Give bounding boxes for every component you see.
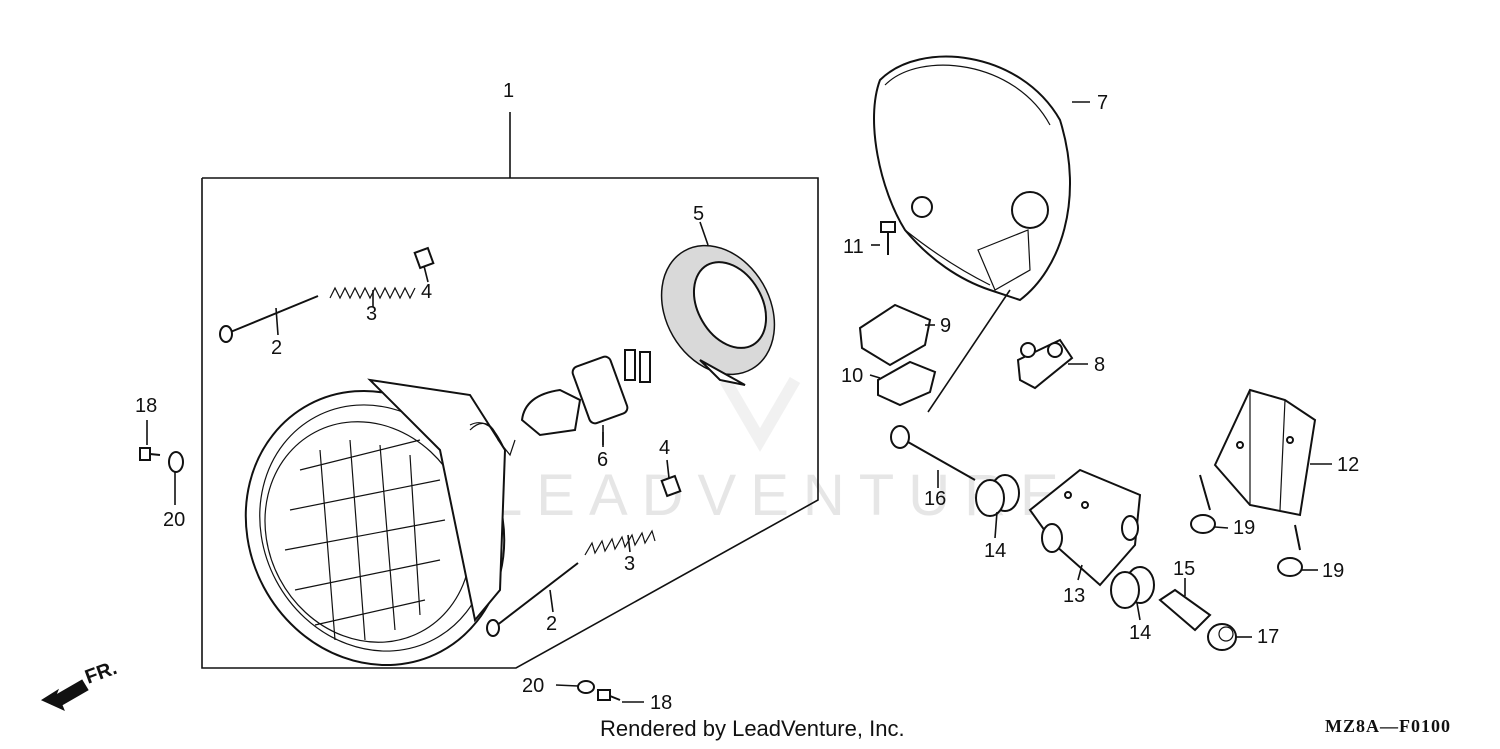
callout-8: 8 xyxy=(1094,354,1105,376)
collar-15 xyxy=(1158,588,1212,632)
adjusting-screw-upper xyxy=(219,295,319,343)
callout-4-lower: 4 xyxy=(659,437,670,459)
callout-7: 7 xyxy=(1097,92,1108,114)
plate-9 xyxy=(858,303,932,367)
washer-20-left xyxy=(168,451,184,473)
callout-20-left: 20 xyxy=(163,509,185,531)
callout-17: 17 xyxy=(1257,626,1279,648)
stay-12 xyxy=(1199,388,1317,551)
spring-lower xyxy=(584,529,656,556)
callout-4-upper: 4 xyxy=(421,281,432,303)
render-credit: Rendered by LeadVenture, Inc. xyxy=(600,716,905,741)
collar-14-lower xyxy=(1110,566,1155,609)
headlight-unit xyxy=(244,378,516,667)
diagram-code: MZ8A—F0100 xyxy=(1325,716,1451,736)
leader-lines xyxy=(146,101,1332,703)
callout-5: 5 xyxy=(693,203,704,225)
callout-3-upper: 3 xyxy=(366,303,377,325)
callout-13: 13 xyxy=(1063,585,1085,607)
collar-14-upper xyxy=(975,474,1020,517)
callout-15: 15 xyxy=(1173,558,1195,580)
callout-3-lower: 3 xyxy=(624,553,635,575)
callout-10: 10 xyxy=(841,365,863,387)
direction-label: FR. xyxy=(82,657,120,689)
callout-20-bottom: 20 xyxy=(522,675,544,697)
bracket-13 xyxy=(1028,468,1142,587)
washer-20-bottom xyxy=(577,680,595,694)
bracket-8 xyxy=(1016,338,1074,390)
adjusting-screw-lower xyxy=(486,562,579,637)
callout-9: 9 xyxy=(940,315,951,337)
bolt-16 xyxy=(890,425,976,481)
callout-14-lower: 14 xyxy=(1129,622,1151,644)
front-direction-arrow: FR. xyxy=(40,657,120,711)
leader-9-10 xyxy=(927,289,1011,413)
nut-upper xyxy=(413,246,435,270)
callout-16: 16 xyxy=(924,488,946,510)
nut-19-upper xyxy=(1190,514,1216,534)
callout-19-lower: 19 xyxy=(1322,560,1344,582)
bolt-11 xyxy=(880,221,896,255)
bolt-18-bottom xyxy=(597,689,621,701)
callout-18-bottom: 18 xyxy=(650,692,672,714)
headlight-assembly-frame xyxy=(201,112,819,669)
callouts: 1 2 3 4 5 6 4 3 2 7 11 9 10 8 12 16 14 1… xyxy=(135,80,1359,714)
callout-12: 12 xyxy=(1337,454,1359,476)
socket-cover xyxy=(660,244,776,386)
bolt-18-left xyxy=(139,447,161,461)
callout-19-upper: 19 xyxy=(1233,517,1255,539)
headlight-case xyxy=(873,55,1071,302)
nut-19-lower xyxy=(1277,557,1303,577)
watermark-logo xyxy=(719,376,801,452)
callout-2-upper: 2 xyxy=(271,337,282,359)
callout-2-lower: 2 xyxy=(546,613,557,635)
callout-6: 6 xyxy=(597,449,608,471)
cap-nut-17 xyxy=(1207,623,1237,651)
callout-11: 11 xyxy=(843,236,864,258)
nut-lower xyxy=(660,474,682,498)
callout-14-upper: 14 xyxy=(984,540,1006,562)
headlight-bulb xyxy=(520,349,651,445)
rubber-10 xyxy=(877,360,937,407)
callout-1: 1 xyxy=(503,80,514,102)
arrow-icon xyxy=(40,679,89,711)
callout-18-left: 18 xyxy=(135,395,157,417)
